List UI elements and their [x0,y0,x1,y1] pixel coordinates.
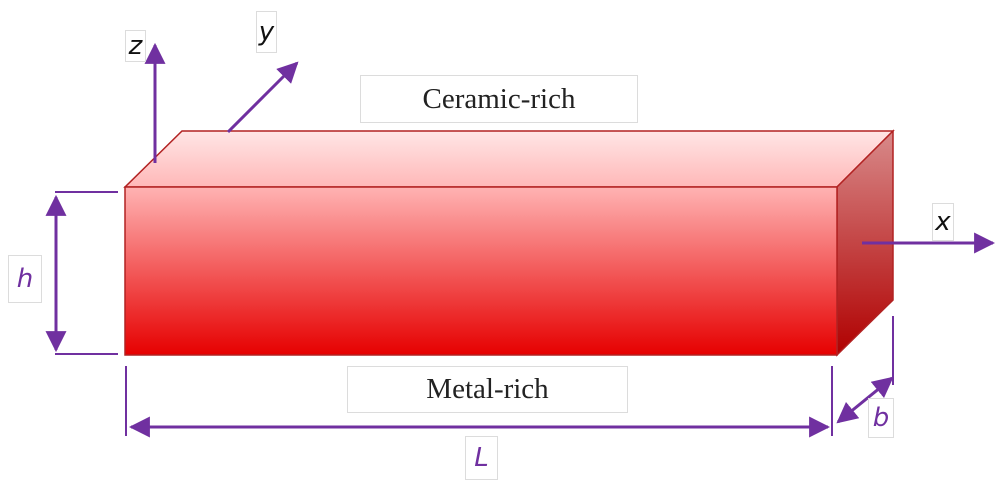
ceramic-rich-text: Ceramic-rich [422,82,576,115]
y-axis-label: y [256,11,277,53]
ceramic-rich-label: Ceramic-rich [360,75,638,123]
y-axis-arrow [226,61,299,134]
metal-rich-text: Metal-rich [426,373,549,405]
beam-top-face [123,130,895,188]
height-label: h [8,255,42,303]
x-axis-label: x [932,203,954,241]
beam-front-face [124,186,838,356]
width-dimension-arrow [836,376,894,424]
metal-rich-label: Metal-rich [347,366,628,413]
width-label: b [868,398,894,438]
z-axis-label: z [125,30,146,62]
length-label: L [465,436,498,480]
